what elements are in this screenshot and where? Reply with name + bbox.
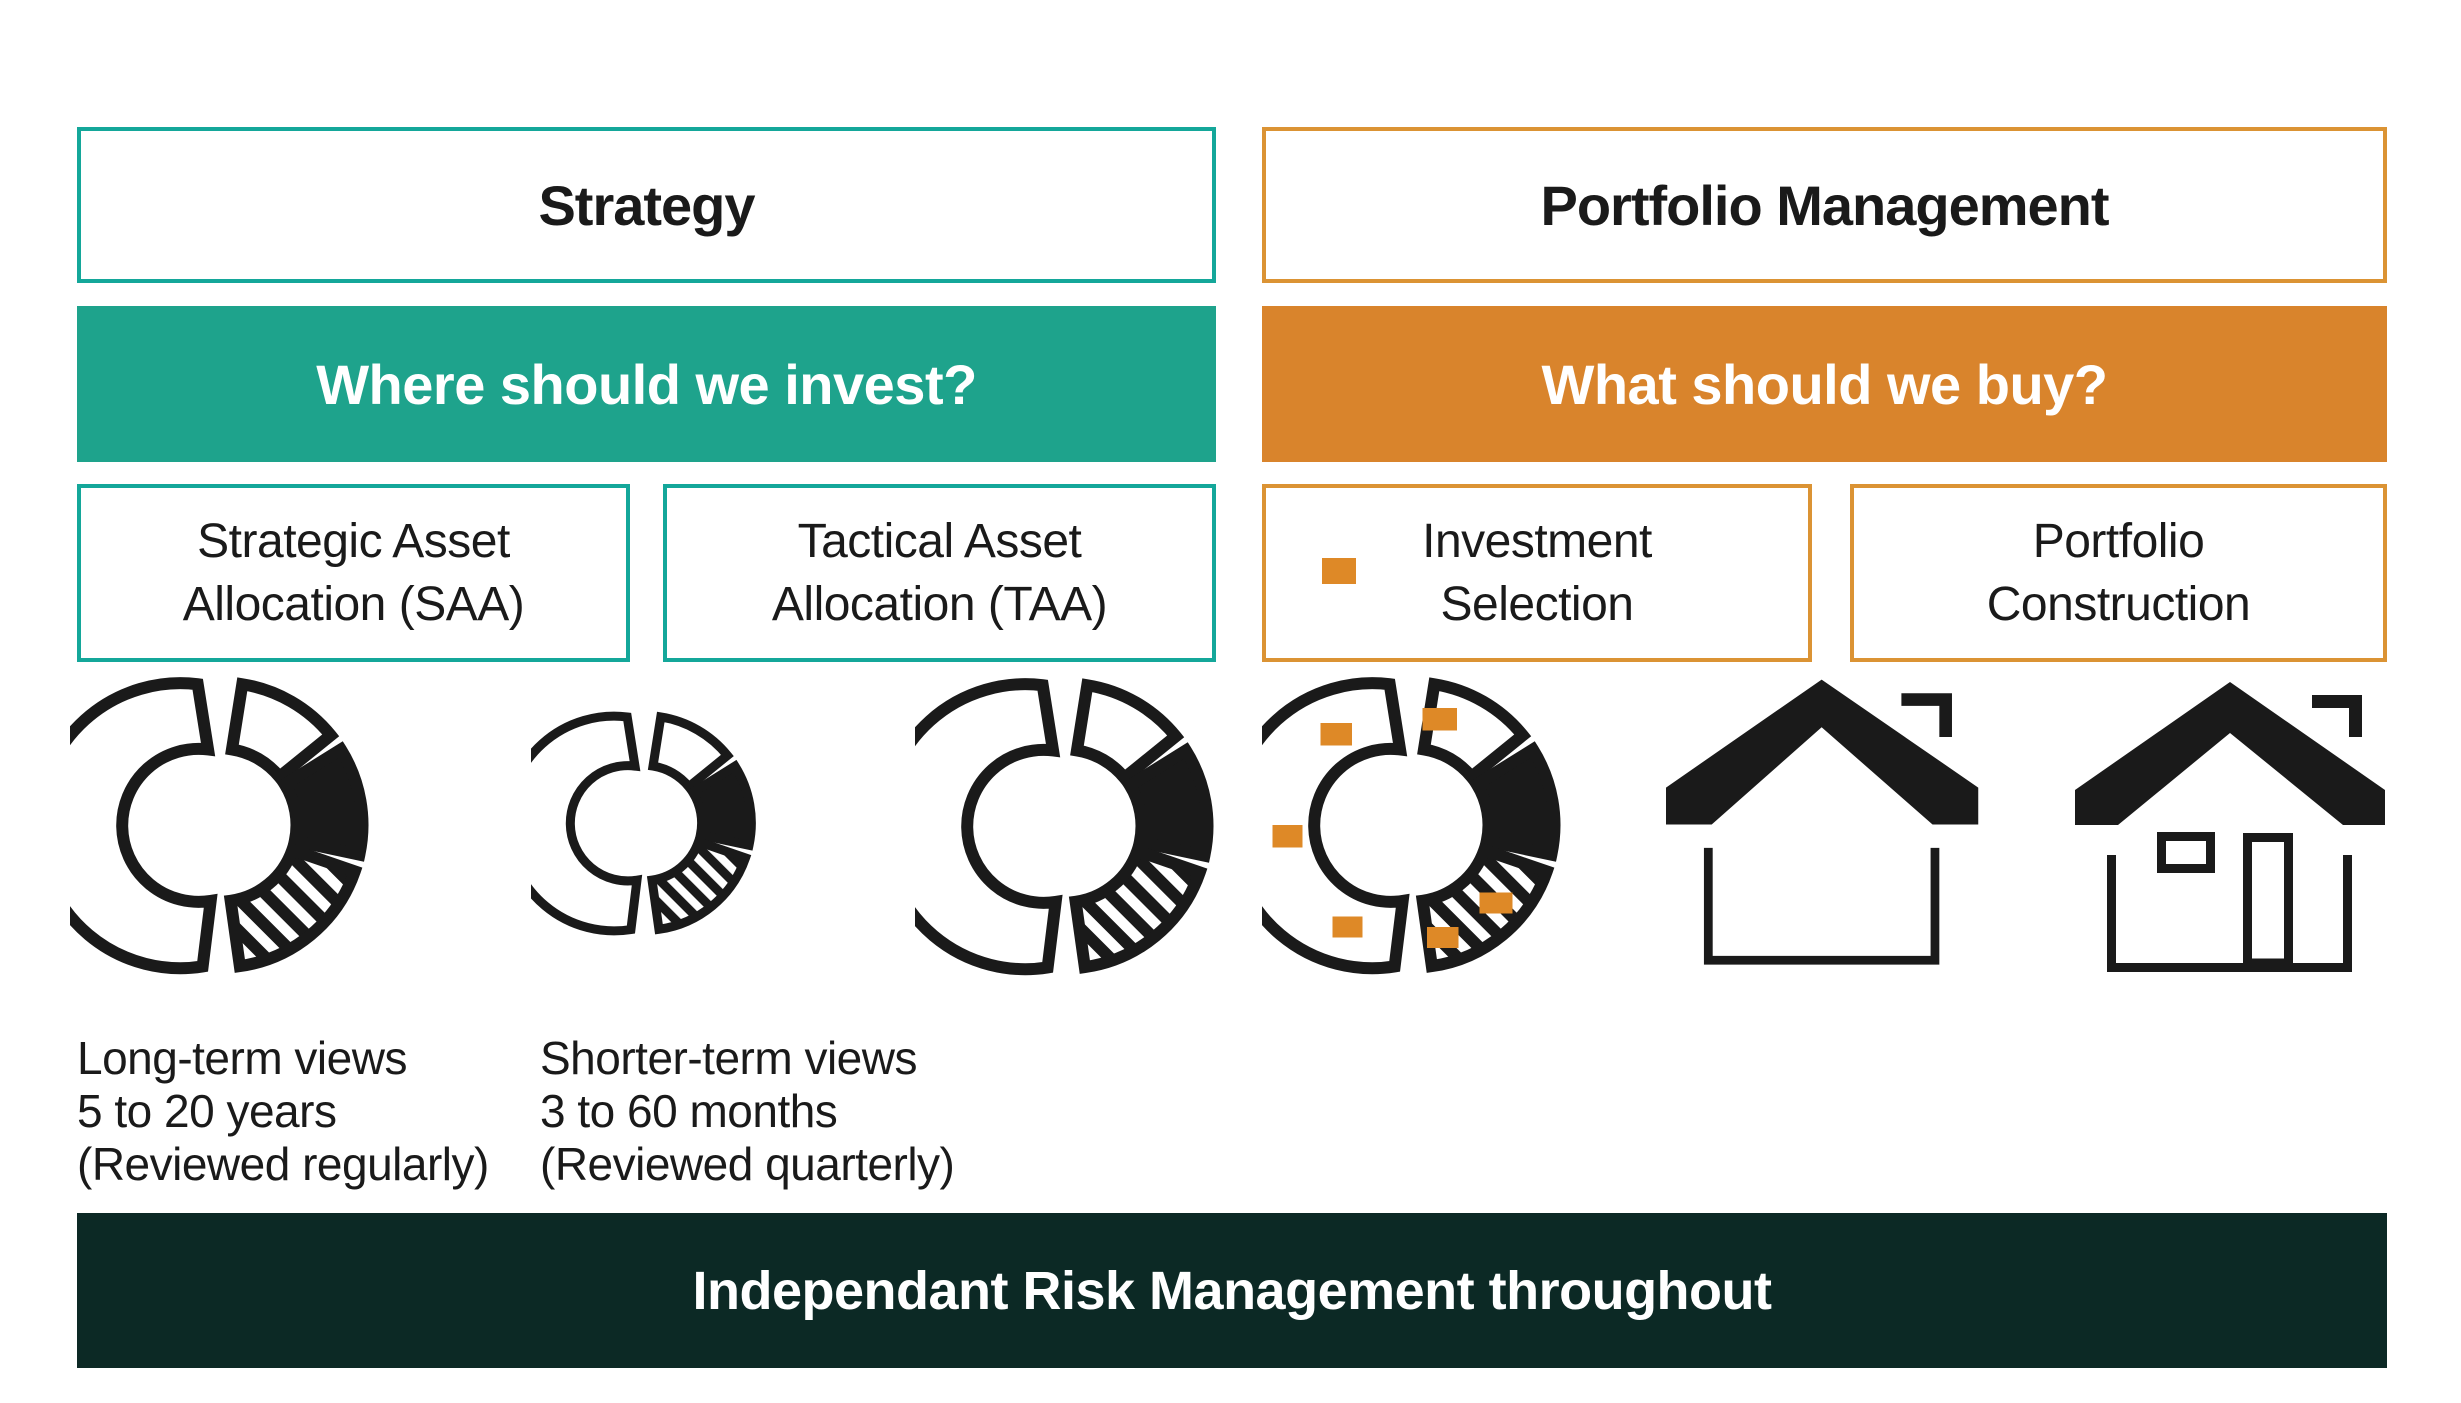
portfolio-question-label: What should we buy?	[1541, 352, 2108, 416]
house-icon	[1666, 679, 1979, 965]
orange-chip	[1422, 708, 1457, 731]
orange-chip	[1479, 892, 1513, 914]
window	[2157, 832, 2215, 873]
strategy-header-box: Strategy	[77, 127, 1216, 283]
investment-selection-label: Investment Selection	[1422, 514, 1652, 631]
portfolio-question-bar: What should we buy?	[1262, 306, 2387, 462]
investment-selection-box: Investment Selection	[1262, 484, 1812, 662]
portfolio-construction-box: Portfolio Construction	[1850, 484, 2387, 662]
taa-label: Tactical Asset Allocation (TAA)	[771, 514, 1108, 631]
donut-chart-small-icon	[531, 711, 756, 936]
strategy-question-label: Where should we invest?	[316, 352, 977, 416]
taa-box: Tactical Asset Allocation (TAA)	[663, 484, 1216, 662]
portfolio-construction-label: Portfolio Construction	[1986, 514, 2251, 631]
risk-management-label: Independant Risk Management throughout	[692, 1260, 1772, 1321]
orange-chip	[1332, 916, 1363, 938]
donut-chart-icon	[70, 677, 369, 975]
saa-caption: Long-term views 5 to 20 years (Reviewed …	[77, 1032, 489, 1190]
house-with-door-icon	[2075, 682, 2385, 972]
chimney	[2312, 695, 2362, 737]
orange-square-icon	[1322, 558, 1356, 584]
saa-box: Strategic Asset Allocation (SAA)	[77, 484, 630, 662]
door	[2243, 833, 2293, 968]
orange-chip	[1427, 927, 1459, 948]
portfolio-management-header-box: Portfolio Management	[1262, 127, 2387, 283]
orange-chip	[1320, 723, 1352, 746]
risk-management-bar: Independant Risk Management throughout	[77, 1213, 2387, 1368]
donut-chart-icon	[915, 678, 1214, 976]
strategy-question-bar: Where should we invest?	[77, 306, 1216, 462]
donut-chart-highlights-icon	[1262, 677, 1561, 975]
chimney	[1901, 693, 1952, 737]
strategy-header-label: Strategy	[538, 173, 755, 237]
walls	[2107, 855, 2352, 972]
portfolio-management-header-label: Portfolio Management	[1540, 173, 2109, 237]
walls	[1703, 847, 1940, 965]
orange-chip	[1272, 825, 1303, 848]
saa-label: Strategic Asset Allocation (SAA)	[182, 514, 525, 631]
taa-caption: Shorter-term views 3 to 60 months (Revie…	[540, 1032, 955, 1190]
